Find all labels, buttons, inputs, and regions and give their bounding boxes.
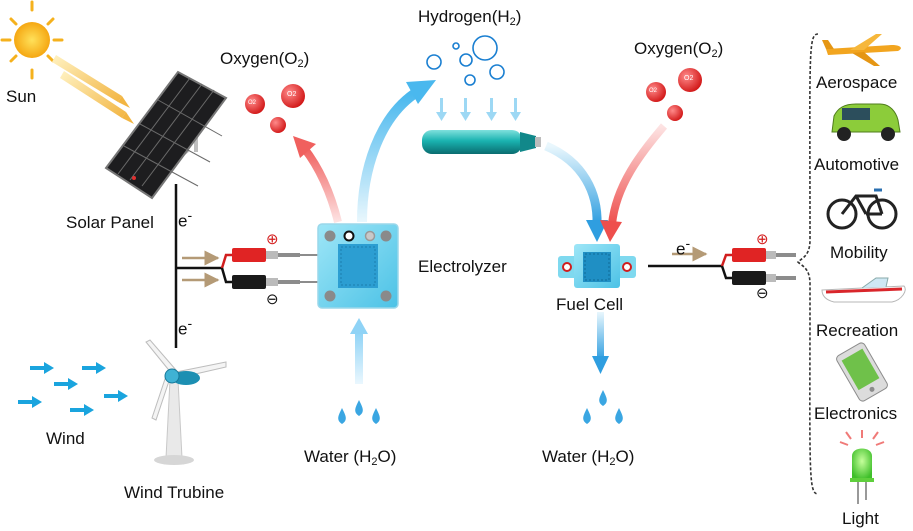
electron-label-bottom: e-	[178, 315, 193, 339]
wind-turbine-label: Wind Trubine	[124, 483, 225, 502]
airplane-icon	[822, 34, 901, 66]
car-icon	[831, 103, 901, 141]
solar-panel-icon	[104, 70, 228, 200]
oxygen-molecules-left	[245, 84, 305, 133]
wind-arrows	[18, 362, 128, 416]
electron-flow-arrows	[182, 250, 220, 288]
fuel-cell-output-wire	[648, 246, 796, 285]
negative-terminal-symbol-left: ⊖	[266, 291, 279, 308]
oxygen-molecules-right	[646, 68, 702, 121]
led-light-icon	[839, 430, 885, 504]
water-drops-left	[338, 400, 380, 424]
hydrogen-fill-arrows	[436, 98, 521, 121]
application-light: Light	[842, 509, 879, 528]
sunlight-rays	[52, 55, 134, 124]
handheld-device-icon	[836, 342, 888, 402]
oxygen-supply-arrow	[600, 123, 668, 242]
electrolyzer-label: Electrolyzer	[418, 257, 507, 276]
application-recreation: Recreation	[816, 321, 899, 340]
hydrogen-tank-icon	[422, 130, 541, 154]
water-drops-right	[583, 390, 623, 424]
negative-terminal-symbol-right: ⊖	[756, 285, 769, 302]
speedboat-icon	[821, 277, 906, 303]
electrolyzer-icon	[317, 223, 399, 309]
wind-turbine-icon	[145, 339, 227, 465]
hydrogen-supply-arrow	[544, 141, 608, 242]
source-bus-wire	[174, 184, 222, 348]
wind-label: Wind	[46, 429, 85, 448]
electron-label-top: e-	[178, 207, 193, 231]
oxygen-label-right: Oxygen(O2)	[634, 39, 724, 60]
water-label-right: Water (H2O)	[542, 447, 635, 468]
solar-panel-label: Solar Panel	[66, 213, 154, 232]
water-inflow-arrow	[350, 318, 368, 384]
o2-molecule-text: O2	[287, 91, 297, 98]
water-outflow-arrow	[592, 312, 609, 374]
applications-brace	[796, 33, 819, 495]
positive-terminal-symbol-right: ⊕	[756, 231, 769, 248]
positive-terminal-symbol-left: ⊕	[266, 231, 279, 248]
electrolyzer-terminals	[220, 248, 318, 289]
oxygen-label-left: Oxygen(O2)	[220, 49, 310, 70]
application-mobility: Mobility	[830, 243, 888, 262]
bicycle-icon	[826, 188, 898, 230]
electron-label-right: e-	[676, 235, 691, 259]
water-label-left: Water (H2O)	[304, 447, 397, 468]
sun-label: Sun	[6, 87, 37, 106]
hydrogen-release-arrow	[357, 80, 436, 223]
hydrogen-label: Hydrogen(H2)	[418, 7, 522, 28]
application-electronics: Electronics	[814, 404, 898, 423]
o2-molecule-text: O2	[649, 88, 658, 94]
oxygen-release-arrow	[293, 136, 342, 223]
o2-molecule-text: O2	[684, 75, 694, 82]
fuel-cell-label: Fuel Cell	[556, 295, 624, 314]
sun-icon	[0, 0, 64, 80]
hydrogen-bubbles	[426, 35, 505, 86]
application-automotive: Automotive	[814, 155, 900, 174]
o2-molecule-text: O2	[248, 100, 257, 106]
fuel-cell-icon	[558, 244, 636, 288]
application-aerospace: Aerospace	[816, 73, 898, 92]
